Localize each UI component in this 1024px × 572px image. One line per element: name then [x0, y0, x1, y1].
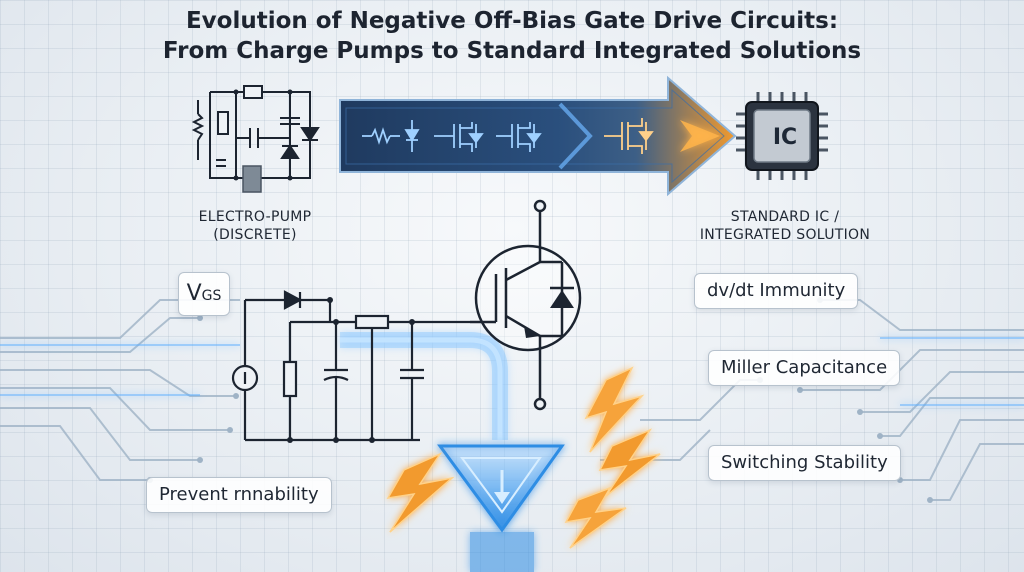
circuit-traces-glow-right — [880, 337, 1024, 406]
integrated-solution-caption-line-2: INTEGRATED SOLUTION — [699, 227, 871, 243]
charge-pump-schematic — [191, 85, 320, 179]
lightning-bolts — [386, 366, 661, 549]
page-title: Evolution of Negative Off-Bias Gate Driv… — [0, 6, 1024, 66]
charge-pump-caption-line-1: ELECTRO-PUMP — [198, 209, 312, 225]
charge-pump-nodes — [233, 89, 293, 181]
down-arrow-tail — [470, 532, 534, 572]
lightning-bolt-4 — [564, 486, 627, 549]
dvdt-immunity-label: dv/dt Immunity — [694, 273, 859, 309]
vgs-main: V — [186, 281, 202, 306]
charge-pump-caption: ELECTRO-PUMP (DISCRETE) — [170, 208, 340, 244]
lightning-bolt-3 — [386, 452, 455, 533]
down-arrow-inner — [460, 457, 542, 514]
vgs-label: VGS — [178, 272, 230, 316]
vgs-subscript: GS — [201, 288, 222, 304]
igbt-diode — [550, 290, 574, 308]
igbt-symbol — [470, 199, 582, 411]
evolution-arrow-chevron — [558, 102, 593, 170]
evolution-arrow-inner — [345, 88, 725, 184]
charge-pump-component — [242, 165, 262, 193]
switching-stability-label: Switching Stability — [708, 445, 901, 481]
lightning-bolt-2 — [598, 428, 661, 497]
gate-drive-nodes — [287, 297, 415, 443]
arrow-mosfet-orange — [604, 118, 654, 154]
integrated-solution-caption: STANDARD IC / INTEGRATED SOLUTION — [690, 208, 880, 244]
circuit-traces-right — [600, 299, 1024, 501]
down-arrow-stem-head — [494, 492, 510, 504]
title-line-1: Evolution of Negative Off-Bias Gate Driv… — [185, 8, 839, 34]
signal-path-glow — [340, 332, 508, 440]
miller-capacitance-label: Miller Capacitance — [708, 350, 901, 386]
circuit-traces-left — [0, 299, 240, 481]
circuit-traces-glow-left — [0, 344, 240, 396]
integrated-solution-caption-line-1: STANDARD IC / — [730, 209, 840, 225]
ic-chip — [736, 92, 828, 180]
igbt-emitter-arrow — [524, 326, 540, 338]
arrow-orange-flare — [680, 120, 720, 152]
arrow-symbols — [362, 120, 542, 152]
ic-chip-label: IC — [772, 125, 798, 150]
charge-pump-caption-line-2: (DISCRETE) — [213, 227, 297, 243]
title-line-2: From Charge Pumps to Standard Integrated… — [162, 38, 862, 64]
gate-drive-schematic — [231, 290, 470, 442]
lightning-bolt-1 — [584, 366, 645, 453]
prevent-label: Prevent rnnability — [146, 477, 332, 513]
circuit-trace-dots-left — [147, 315, 239, 483]
